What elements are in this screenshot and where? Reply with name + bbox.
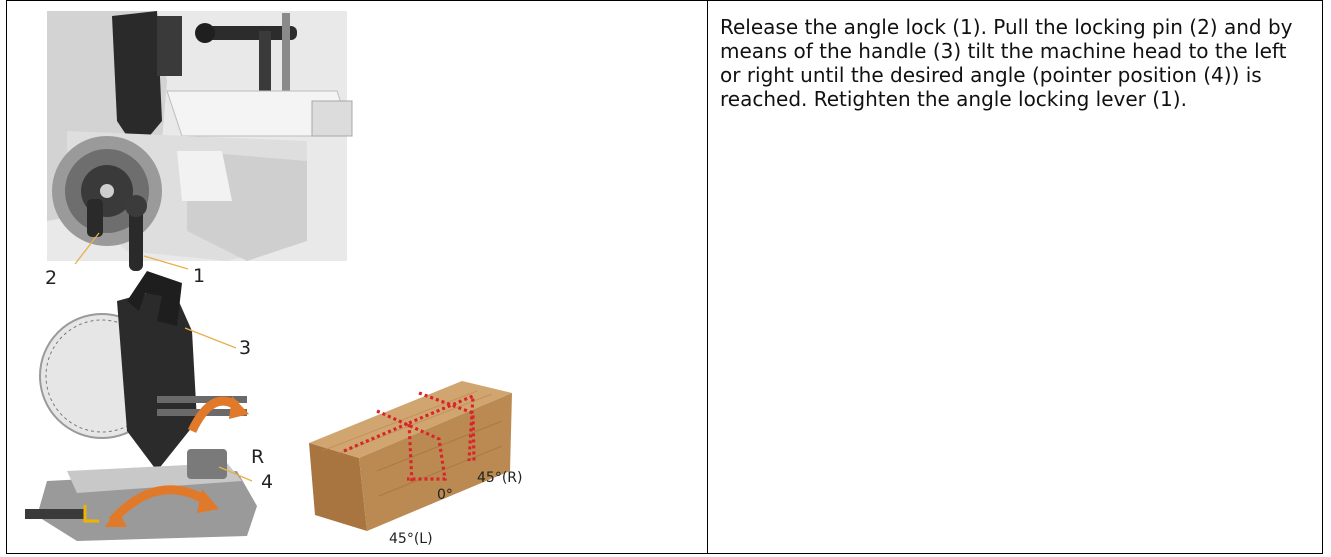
saw-closeup-photo [47, 11, 353, 271]
wood-block-diagram [309, 381, 512, 531]
callout-1: 1 [193, 265, 205, 287]
instruction-text: Release the angle lock (1). Pull the loc… [720, 15, 1293, 111]
callout-r: R [251, 446, 264, 468]
text-cell: Release the angle lock (1). Pull the loc… [707, 0, 1323, 554]
callout-4: 4 [261, 471, 273, 493]
figure-cell: 2 1 [6, 0, 708, 554]
angle-label-zero: 0° [437, 487, 453, 503]
mitre-saw-photo [25, 271, 257, 541]
figure-illustrations: 2 1 [25, 11, 522, 547]
callout-3: 3 [239, 337, 251, 359]
angle-label-right: 45°(R) [477, 470, 522, 486]
instruction-table: 2 1 [6, 0, 1323, 554]
callout-2: 2 [45, 267, 57, 289]
angle-label-left: 45°(L) [389, 531, 433, 547]
